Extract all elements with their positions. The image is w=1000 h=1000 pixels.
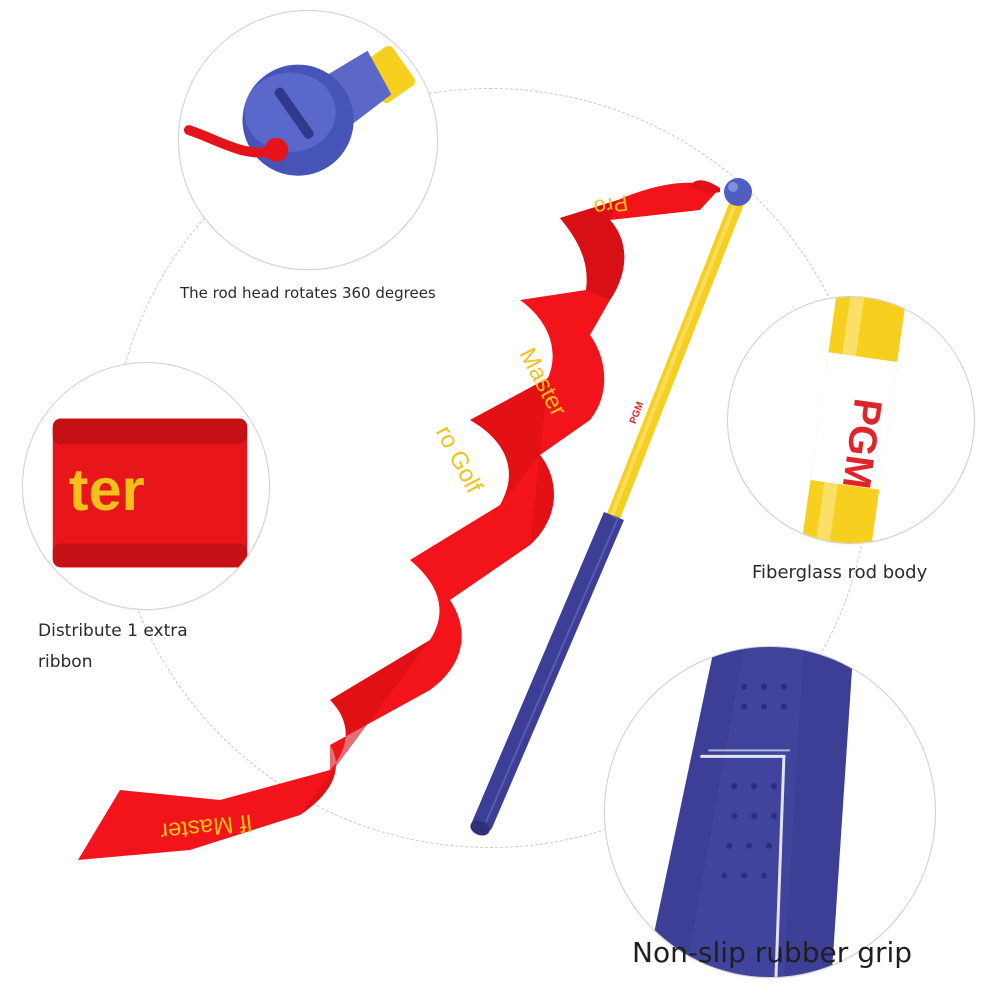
ribbon-closeup-text: ter <box>69 456 145 523</box>
rod-head-ball <box>724 178 752 206</box>
rod-body-closeup: PGM <box>727 296 975 544</box>
ribbon-caption-line-2: ribbon <box>38 652 93 672</box>
ribbon-text-pro-golf: ro Golf <box>430 421 488 498</box>
rotating-head-icon <box>183 45 415 176</box>
ribbon-caption-line-1: Distribute 1 extra <box>38 621 188 641</box>
fiberglass-rod-icon: PGM <box>801 297 907 543</box>
ribbon-text-pro: Pro <box>592 190 630 221</box>
rod-head-closeup <box>178 10 438 270</box>
grip-caption: Non-slip rubber grip <box>632 936 913 969</box>
ribbon-roll-icon: ter <box>52 418 248 568</box>
rod-body-caption: Fiberglass rod body <box>752 562 928 583</box>
rubber-grip-icon <box>644 647 854 977</box>
ribbon-caption: Distribute 1 extra ribbon <box>38 616 188 678</box>
red-ribbon: Pro Master ro Golf lf Master <box>78 180 720 860</box>
ribbon-closeup: ter <box>22 362 270 610</box>
rod-head-caption: The rod head rotates 360 degrees <box>180 284 436 302</box>
grip-closeup <box>604 646 936 978</box>
